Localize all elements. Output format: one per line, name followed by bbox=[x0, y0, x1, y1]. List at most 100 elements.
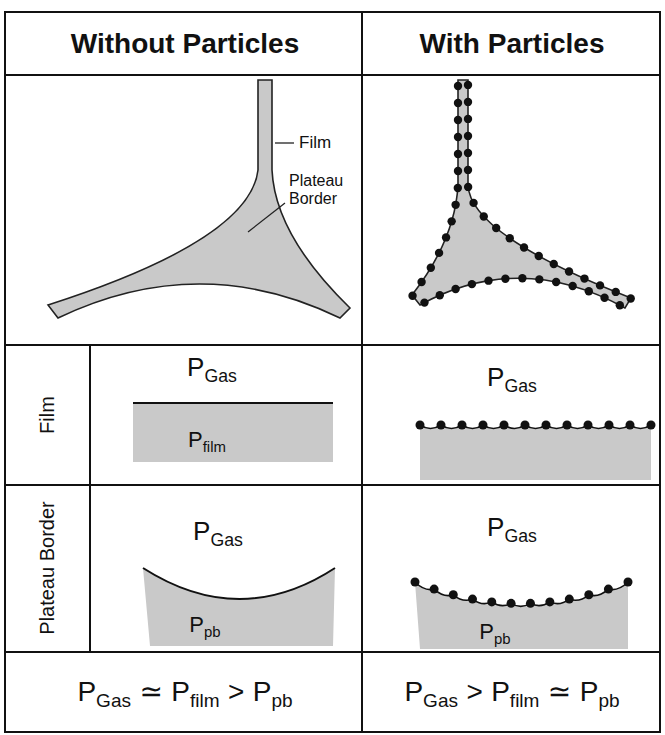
pressure-relation-group: PGas≃Pfilm>Ppb bbox=[77, 676, 292, 708]
plateau-surface bbox=[143, 568, 335, 599]
particle bbox=[647, 421, 656, 430]
pressure-label-group: PGas bbox=[487, 513, 537, 543]
subscript: Gas bbox=[210, 530, 242, 550]
particle bbox=[464, 149, 472, 157]
row-header: Plateau Border bbox=[36, 501, 58, 634]
callout-label: Film bbox=[299, 133, 331, 152]
table-grid bbox=[5, 12, 660, 732]
particle bbox=[484, 276, 492, 284]
subscript: pb bbox=[271, 690, 292, 711]
particle bbox=[612, 288, 620, 296]
particle bbox=[568, 282, 576, 290]
plateau-liquid bbox=[143, 568, 335, 646]
particle bbox=[584, 590, 593, 599]
particle bbox=[480, 212, 488, 220]
pressure-label-group: PGas bbox=[487, 363, 537, 393]
particle bbox=[451, 201, 459, 209]
particle bbox=[580, 274, 588, 282]
leader-line bbox=[248, 203, 285, 232]
pressure-label-group: Ppb bbox=[189, 612, 220, 637]
pressure-relation-group: PGas>Pfilm≃Ppb bbox=[404, 676, 619, 708]
particle bbox=[604, 585, 613, 594]
table-rule bbox=[5, 344, 660, 346]
particle bbox=[447, 217, 455, 225]
subscript: Gas bbox=[423, 690, 458, 711]
column-header: Without Particles bbox=[71, 28, 299, 59]
callout-label: Plateau Border bbox=[289, 172, 343, 207]
subscript: film bbox=[203, 438, 226, 455]
particle bbox=[585, 287, 593, 295]
subscript: pb bbox=[204, 623, 221, 640]
particle bbox=[616, 301, 624, 309]
film-surface bbox=[133, 402, 333, 404]
particle bbox=[442, 233, 450, 241]
pressure-label: P bbox=[479, 619, 494, 644]
particle bbox=[469, 199, 477, 207]
pressure-label-group: PGas bbox=[187, 353, 237, 383]
particle bbox=[563, 421, 572, 430]
particle bbox=[507, 599, 516, 608]
particle bbox=[526, 599, 535, 608]
particle bbox=[454, 184, 462, 192]
particle bbox=[464, 98, 472, 106]
subscript: Gas bbox=[504, 376, 536, 396]
pressure-label: P bbox=[188, 427, 203, 452]
film-surface bbox=[420, 425, 651, 429]
relation-symbol: ≃ bbox=[139, 676, 162, 707]
relation-symbol: ≃ bbox=[548, 676, 571, 707]
plateau-border-shape bbox=[412, 80, 631, 308]
particle-layer bbox=[416, 421, 656, 430]
particle bbox=[501, 274, 509, 282]
particle bbox=[468, 280, 476, 288]
particle bbox=[464, 115, 472, 123]
particle bbox=[464, 183, 472, 191]
pressure-label: P bbox=[189, 612, 204, 637]
particle bbox=[427, 264, 435, 272]
particle bbox=[430, 585, 439, 594]
particle bbox=[535, 252, 543, 260]
particle bbox=[552, 278, 560, 286]
particle bbox=[435, 249, 443, 257]
particle bbox=[454, 150, 462, 158]
callout-label-group: Plateau Border bbox=[289, 172, 359, 209]
pressure-relation: P bbox=[77, 676, 96, 707]
subscript: Gas bbox=[96, 690, 131, 711]
pressure-label-group: Pfilm bbox=[188, 427, 226, 452]
particle bbox=[468, 595, 477, 604]
pressure-label: P bbox=[487, 512, 504, 542]
particle bbox=[627, 294, 635, 302]
particle bbox=[626, 421, 635, 430]
pressure-relation: P bbox=[171, 676, 190, 707]
particle bbox=[492, 224, 500, 232]
plateau-surface bbox=[415, 582, 628, 606]
particle bbox=[454, 167, 462, 175]
plateau-liquid bbox=[415, 582, 628, 649]
pressure-relation: P bbox=[491, 676, 510, 707]
subscript: pb bbox=[598, 690, 619, 711]
leader-line bbox=[275, 142, 294, 143]
subscript: Gas bbox=[504, 526, 536, 546]
film-liquid bbox=[133, 403, 333, 462]
table-rule bbox=[361, 12, 363, 732]
pressure-relation: P bbox=[253, 676, 272, 707]
particle-layer bbox=[411, 578, 633, 608]
particle bbox=[458, 421, 467, 430]
column-header-group: With Particles bbox=[420, 28, 605, 60]
pressure-label: P bbox=[193, 516, 210, 546]
relation-symbol: > bbox=[466, 676, 482, 707]
particle bbox=[600, 294, 608, 302]
particle bbox=[449, 590, 458, 599]
pressure-label: P bbox=[187, 352, 204, 382]
pressure-label-group: PGas bbox=[193, 517, 243, 547]
table-rule bbox=[5, 74, 660, 76]
particle bbox=[464, 81, 472, 89]
particle bbox=[454, 133, 462, 141]
particle bbox=[464, 166, 472, 174]
subscript: pb bbox=[494, 630, 511, 647]
pressure-relation: P bbox=[404, 676, 423, 707]
plateau-border-shape bbox=[48, 80, 350, 318]
particle bbox=[584, 421, 593, 430]
